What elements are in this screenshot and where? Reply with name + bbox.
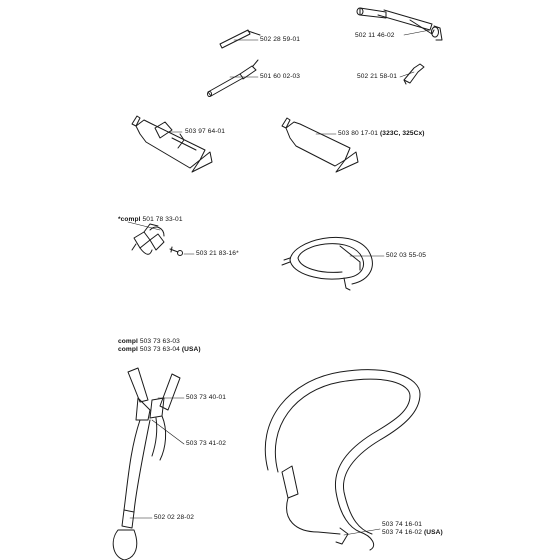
screw-drawing bbox=[169, 246, 183, 256]
socket-wrench-drawing bbox=[356, 7, 443, 41]
leader-lines bbox=[127, 29, 431, 536]
pin-drawing bbox=[219, 29, 261, 49]
part-label-shoulder-strap: 503 74 16-01 bbox=[382, 521, 423, 528]
part-label-hook: 502 02 28-02 bbox=[154, 514, 195, 521]
shoulder-strap-drawing bbox=[264, 369, 421, 551]
guard-ring-drawing bbox=[281, 236, 373, 291]
harness-drawing bbox=[112, 367, 181, 560]
grease-tube-2-drawing bbox=[281, 117, 359, 173]
part-label-shoulder-strap-usa: 503 74 16-02 (USA) bbox=[382, 529, 443, 536]
part-label-harness-complete: compl 503 73 63-03 bbox=[118, 338, 180, 345]
part-label-guard-ring: 502 03 55-05 bbox=[386, 252, 427, 259]
part-label-socket-wrench: 502 11 46-02 bbox=[355, 32, 395, 39]
part-label-harness-buckle: 503 73 40-01 bbox=[186, 394, 227, 401]
part-label-screw: 503 21 83-16* bbox=[196, 250, 239, 257]
clamp-drawing bbox=[131, 223, 165, 255]
part-label-grease-tube-2: 503 80 17-01 (323C, 325Cx) bbox=[338, 130, 425, 137]
grease-tube-1-drawing bbox=[131, 115, 213, 173]
part-label-pin: 502 28 59-01 bbox=[260, 36, 301, 43]
part-label-clamp: *compl 501 78 33-01 bbox=[118, 216, 183, 223]
part-label-grease-tube-1: 503 97 64-01 bbox=[185, 128, 226, 135]
part-label-shaft-tool: 501 60 02-03 bbox=[260, 73, 301, 80]
shaft-tool-drawing bbox=[207, 59, 259, 97]
part-label-hex-key: 502 21 58-01 bbox=[357, 73, 398, 80]
part-label-harness-strap: 503 73 41-02 bbox=[186, 440, 227, 447]
hex-key-drawing bbox=[403, 63, 425, 85]
part-label-harness-complete-usa: compl 503 73 63-04 (USA) bbox=[118, 346, 201, 353]
